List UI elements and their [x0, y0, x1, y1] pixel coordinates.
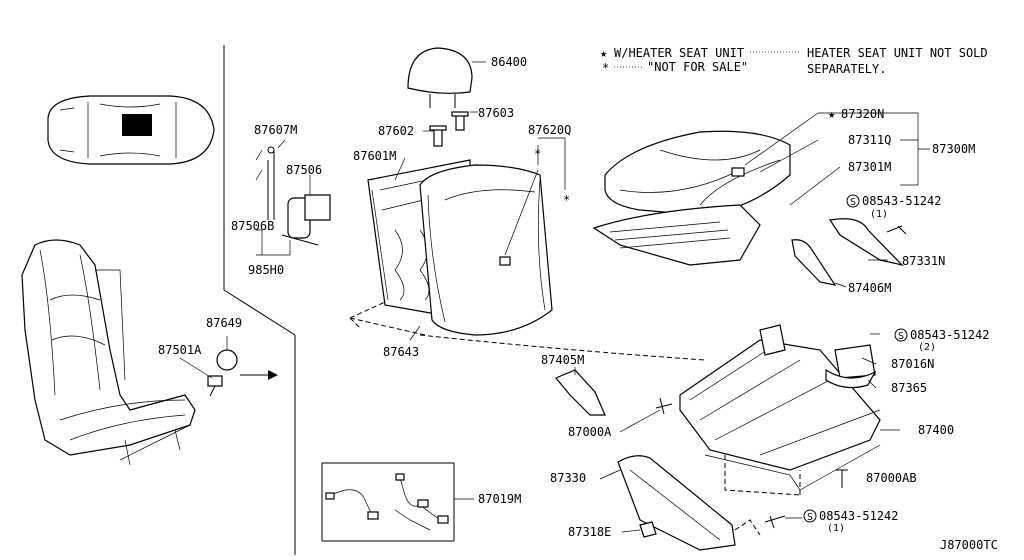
leader-lines	[277, 112, 930, 533]
diagram-code: J87000TC	[940, 538, 998, 552]
harness-box	[321, 462, 474, 542]
asterisk-marker: *	[563, 193, 570, 207]
star-marker: ★	[828, 107, 835, 121]
qty-08543-51242-b: (2)	[918, 342, 936, 353]
legend-asterisk-line: "NOT FOR SALE"	[647, 60, 748, 74]
seat-cushion	[592, 130, 791, 266]
label-87603: 87603	[478, 106, 514, 120]
seat-assembly-illustration	[21, 239, 196, 466]
label-87602: 87602	[378, 124, 414, 138]
label-87320N: 87320N	[841, 107, 884, 121]
label-87607M: 87607M	[254, 123, 297, 137]
qty-08543-51242-a: (1)	[870, 209, 888, 220]
label-08543-51242-b: 08543-51242	[910, 328, 989, 342]
label-87506B: 87506B	[231, 219, 274, 233]
part-labels: 86400 87603 87602 87620Q 87601M 87607M 8…	[158, 55, 998, 552]
trim-parts	[555, 369, 786, 551]
label-985H0: 985H0	[248, 263, 284, 277]
star-symbol: ★	[600, 46, 607, 60]
label-87000AB: 87000AB	[866, 471, 917, 485]
label-87501A: 87501A	[158, 343, 202, 357]
s-mark-circle-1	[846, 194, 860, 208]
s-mark-3: S	[807, 512, 813, 523]
asterisk-marker: *	[534, 147, 541, 161]
label-87601M: 87601M	[353, 149, 396, 163]
label-08543-51242-c: 08543-51242	[819, 509, 898, 523]
direction-arrow	[240, 370, 278, 380]
s-mark-circle-2	[894, 328, 908, 342]
legend: ★ W/HEATER SEAT UNIT HEATER SEAT UNIT NO…	[600, 46, 988, 76]
lumbar-parts	[255, 146, 331, 256]
label-87405M: 87405M	[541, 353, 584, 367]
qty-08543-51242-c: (1)	[827, 523, 845, 534]
label-87643: 87643	[383, 345, 419, 359]
legend-star-line: W/HEATER SEAT UNIT	[614, 46, 744, 60]
section-dividers	[223, 45, 296, 555]
label-87016N: 87016N	[891, 357, 934, 371]
seatback-cushion	[349, 164, 553, 336]
label-87000A: 87000A	[568, 425, 612, 439]
label-87311Q: 87311Q	[848, 133, 891, 147]
knob-parts	[179, 336, 238, 397]
label-87300M: 87300M	[932, 142, 975, 156]
car-top-view	[47, 95, 215, 165]
label-87301M: 87301M	[848, 160, 891, 174]
legend-star-note-2: SEPARATELY.	[807, 62, 886, 76]
label-87331N: 87331N	[902, 254, 945, 268]
seat-frame-assembly	[419, 324, 900, 496]
label-87620Q: 87620Q	[528, 123, 571, 137]
legend-star-note-1: HEATER SEAT UNIT NOT SOLD	[807, 46, 988, 60]
label-87365: 87365	[891, 381, 927, 395]
label-87506: 87506	[286, 163, 322, 177]
label-87406M: 87406M	[848, 281, 891, 295]
s-mark-circle-3	[803, 509, 817, 523]
label-87330: 87330	[550, 471, 586, 485]
s-mark-1: S	[850, 197, 856, 208]
label-86400: 86400	[491, 55, 527, 69]
headrest-part	[407, 47, 486, 108]
side-covers	[791, 218, 907, 288]
label-08543-51242-a: 08543-51242	[862, 194, 941, 208]
s-mark-2: S	[898, 331, 904, 342]
seat-location-marker	[122, 114, 152, 136]
label-87019M: 87019M	[478, 492, 521, 506]
headrest-guides	[429, 111, 478, 147]
label-87318E: 87318E	[568, 525, 611, 539]
label-87400: 87400	[918, 423, 954, 437]
asterisk-symbol: *	[602, 61, 609, 75]
label-87649: 87649	[206, 316, 242, 330]
